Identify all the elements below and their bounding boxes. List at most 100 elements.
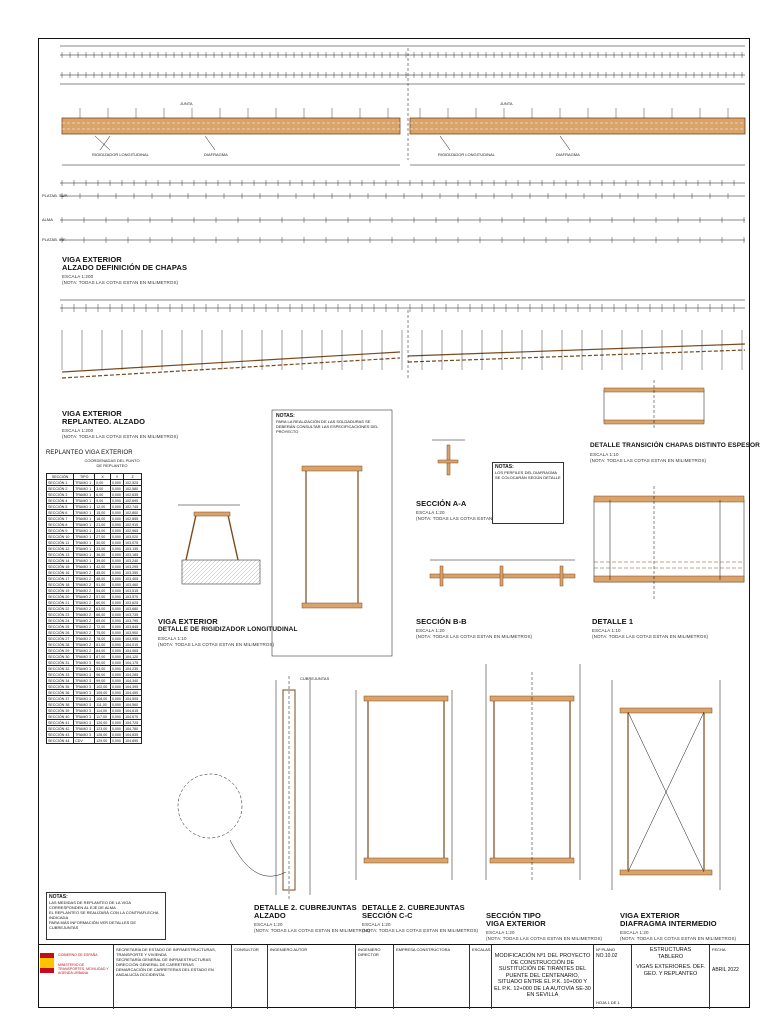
seccion-aa-note: (NOTA: TODAS LAS COTAS ESTAN EN MILIMETR… bbox=[416, 516, 533, 521]
cubrejuntas-cc-title2: SECCIÓN C-C bbox=[362, 911, 413, 920]
cubrejuntas-label: CUBREJUNTAS bbox=[300, 676, 330, 681]
tb-fecha: FECHA ABRIL 2022 bbox=[710, 945, 750, 1009]
notes-main-item: PARA MÁS INFORMACIÓN VER DETALLES DE CUB… bbox=[49, 920, 136, 930]
tb-ministry: GOBIERNO DE ESPAÑA MINISTERIO DE TRANSPO… bbox=[38, 945, 114, 1009]
detalle-transicion-drawing bbox=[603, 380, 705, 430]
seccion-bb-note: (NOTA: TODAS LAS COTAS ESTAN EN MILIMETR… bbox=[416, 634, 533, 639]
notes-section: NOTAS: LOS PERFILES DEL DIAFRAGMA SE COL… bbox=[492, 462, 564, 524]
transicion-title: DETALLE TRANSICIÓN CHAPAS DISTINTO ESPES… bbox=[590, 442, 760, 449]
notes-central: NOTAS: PARA LA REALIZACIÓN DE LAS SOLDAD… bbox=[274, 412, 390, 442]
notes-section-head: NOTAS: bbox=[495, 464, 514, 470]
consultor-label: CONSULTOR bbox=[234, 947, 259, 952]
fecha-label: FECHA bbox=[712, 947, 726, 952]
replanteo-note: (NOTA: TODAS LAS COTAS ESTAN EN MILIMETR… bbox=[62, 434, 179, 439]
tb-plano-no: Nº PLANO NO.10.02 HOJA 1 DE 1 bbox=[594, 945, 632, 1009]
cubrejuntas-alzado-note: (NOTA: TODAS LAS COTAS ESTAN EN MILIMETR… bbox=[254, 928, 371, 933]
detalle1-scale: ESCALA 1:10 bbox=[592, 628, 621, 633]
diafragma-note: (NOTA: TODAS LAS COTAS ESTAN EN MILIMETR… bbox=[620, 936, 737, 941]
seccion-aa-title: SECCIÓN A-A bbox=[416, 499, 467, 508]
tb-titulo: MODIFICACIÓN Nº1 DEL PROYECTO DE CONSTRU… bbox=[492, 945, 594, 1009]
elevation-chapas bbox=[60, 45, 746, 241]
plano-sub: TABLERO bbox=[657, 953, 684, 960]
ingeniero-autor-label: INGENIERO AUTOR bbox=[270, 947, 308, 952]
elev-chapas-note: (NOTA: TODAS LAS COTAS ESTAN EN MILIMETR… bbox=[62, 280, 179, 285]
plano-title: VIGAS EXTERIORES. DEF. GEO. Y REPLANTEO bbox=[636, 964, 705, 977]
plano-code: NO.10.02 bbox=[596, 953, 618, 959]
table-group-header: COORDENADAS DEL PUNTO DE REPLANTEO bbox=[84, 458, 140, 468]
cubrejuntas-cc-drawing bbox=[355, 690, 453, 880]
elevation-replanteo bbox=[60, 299, 746, 380]
rigidizador-drawing bbox=[178, 504, 261, 585]
tb-autor: INGENIERO AUTOR bbox=[268, 945, 356, 1009]
junta-label: JUNTA bbox=[500, 101, 513, 106]
rigidizador-scale: ESCALA 1:10 bbox=[158, 636, 187, 641]
constructora-label: EMPRESA CONSTRUCTORA bbox=[396, 947, 451, 952]
table-cell: SECCIÓN 44 bbox=[45, 737, 75, 744]
plano-label: ESTRUCTURAS bbox=[649, 947, 692, 953]
replanteo-scale: ESCALA 1:200 bbox=[62, 428, 94, 433]
ingeniero-director-label: INGENIERO DIRECTOR bbox=[358, 947, 381, 957]
notes-main-head: NOTAS: bbox=[49, 894, 68, 900]
seccion-tipo-scale: ESCALA 1:20 bbox=[486, 930, 515, 935]
tb-director: INGENIERO DIRECTOR bbox=[356, 945, 394, 1009]
replanteo-title2: REPLANTEO. ALZADO bbox=[62, 417, 146, 426]
rigidizador-title2: DETALLE DE RIGIDIZADOR LONGITUDINAL bbox=[158, 626, 298, 633]
secretaria2-text: SECRETARÍA GENERAL DE INFRAESTRUCTURAS bbox=[116, 957, 211, 962]
elev-chapas-title2: ALZADO DEFINICIÓN DE CHAPAS bbox=[62, 263, 188, 272]
platab-inf-label: PLATAB. INF. bbox=[42, 237, 67, 242]
elev-chapas-scale: ESCALA 1:200 bbox=[62, 274, 94, 279]
table-cell: 0,000 bbox=[109, 737, 125, 744]
seccion-tipo-title2: VIGA EXTERIOR bbox=[486, 919, 546, 928]
central-section-drawing bbox=[271, 409, 393, 657]
seccion-aa-scale: ESCALA 1:20 bbox=[416, 510, 445, 515]
notes-section-item: LOS PERFILES DEL DIAFRAGMA SE COLOCARÁN … bbox=[495, 470, 561, 480]
alma-label: ALMA bbox=[42, 217, 53, 222]
diafragma-drawing bbox=[611, 680, 721, 890]
seccion-bb-title: SECCIÓN B-B bbox=[416, 617, 467, 626]
table-cell: 129,00 bbox=[94, 737, 111, 744]
fecha-value: ABRIL 2022 bbox=[712, 967, 739, 973]
tb-plano-title: ESTRUCTURAS TABLERO VIGAS EXTERIORES. DE… bbox=[632, 945, 710, 1009]
seccion-aa-drawing bbox=[432, 439, 465, 476]
notes-main: NOTAS: LAS MEDIDAS DE REPLANTEO DE LA VI… bbox=[46, 892, 166, 940]
cubrejuntas-alzado-drawing bbox=[177, 676, 311, 900]
detalle1-note: (NOTA: TODAS LAS COTAS ESTAN EN MILIMETR… bbox=[592, 634, 709, 639]
seccion-tipo-title1: SECCIÓN TIPO bbox=[486, 911, 541, 920]
notes-main-item: LAS MEDIDAS DE REPLANTEO DE LA VIGA CORR… bbox=[49, 900, 131, 910]
escala-label: ESCALAS bbox=[472, 947, 491, 952]
diafragma-title2: DIAFRAGMA INTERMEDIO bbox=[620, 919, 717, 928]
ministry-text: MINISTERIO DE TRANSPORTES, MOVILIDAD Y A… bbox=[58, 963, 109, 976]
tb-constructora: EMPRESA CONSTRUCTORA bbox=[394, 945, 470, 1009]
hoja-text: HOJA 1 DE 1 bbox=[596, 1000, 620, 1005]
diafragma-title1: VIGA EXTERIOR bbox=[620, 911, 680, 920]
rigidizador-title1: VIGA EXTERIOR bbox=[158, 617, 218, 626]
tb-secretaria: SECRETARÍA DE ESTADO DE INFRAESTRUCTURAS… bbox=[114, 945, 232, 1009]
detalle-1-drawing bbox=[593, 486, 745, 600]
rigidizador-label: RIGIDIZADOR LONGITUDINAL bbox=[92, 152, 149, 157]
cubrejuntas-alzado-title1: DETALLE 2. CUBREJUNTAS bbox=[254, 903, 357, 912]
project-title: MODIFICACIÓN Nº1 DEL PROYECTO DE CONSTRU… bbox=[494, 953, 591, 998]
cubrejuntas-cc-title1: DETALLE 2. CUBREJUNTAS bbox=[362, 903, 465, 912]
spain-flag-icon bbox=[40, 953, 54, 973]
gobierno-text: GOBIERNO DE ESPAÑA bbox=[58, 953, 98, 957]
sheet-frame bbox=[38, 38, 750, 1008]
rigidizador-label: RIGIDIZADOR LONGITUDINAL bbox=[438, 152, 495, 157]
cubrejuntas-alzado-title2: ALZADO bbox=[254, 911, 286, 920]
seccion-tipo-drawing bbox=[485, 664, 581, 880]
transicion-note: (NOTA: TODAS LAS COTAS ESTAN EN MILIMETR… bbox=[590, 458, 707, 463]
seccion-bb-scale: ESCALA 1:20 bbox=[416, 628, 445, 633]
